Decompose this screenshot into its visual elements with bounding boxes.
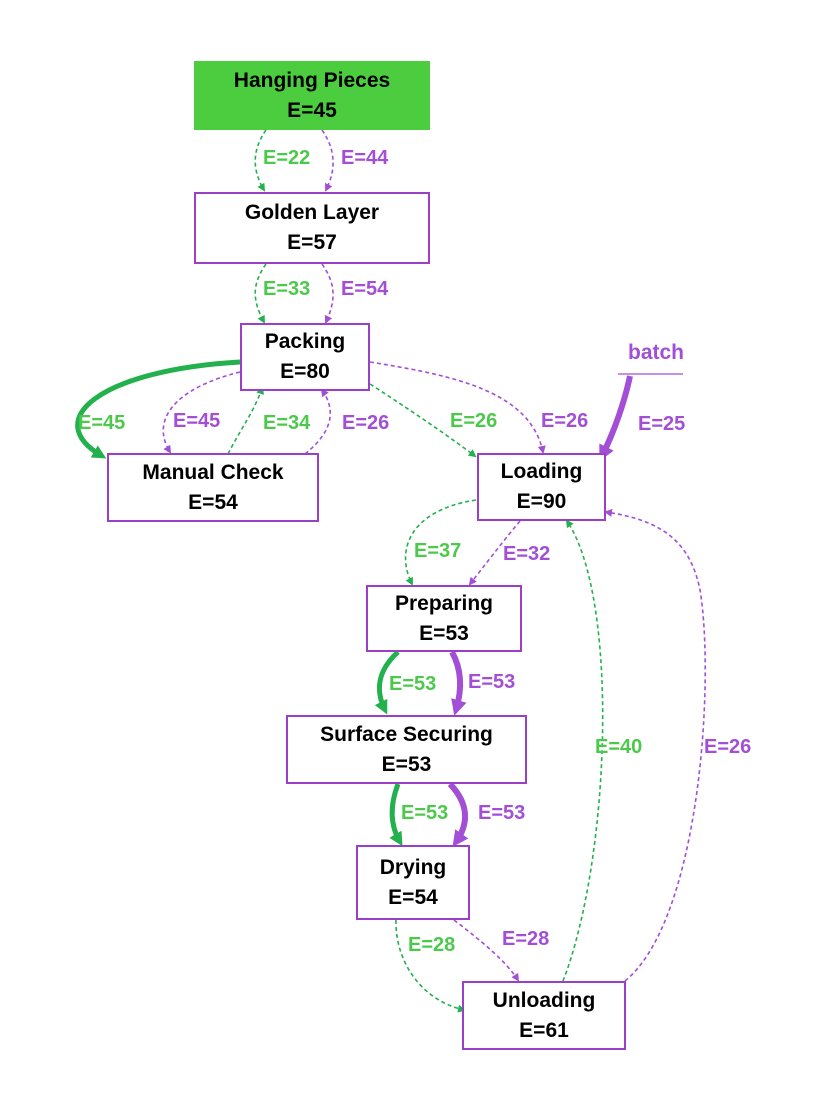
node-value: E=54 xyxy=(188,490,238,514)
edge-label-pk-ld-purple: E=26 xyxy=(541,410,589,432)
edge-gl-pk-green xyxy=(254,263,267,324)
edge-ss-dr-green xyxy=(389,783,403,847)
node-manual-check[interactable]: Manual Check E=54 xyxy=(107,453,319,522)
edge-label-hp-gl-purple: E=44 xyxy=(341,147,389,169)
edge-hp-gl-purple xyxy=(321,129,334,192)
node-value: E=53 xyxy=(419,621,469,645)
edge-ld-pr-purple xyxy=(468,520,521,586)
edge-mc-pk-purple xyxy=(304,388,332,455)
edge-pk-ld-purple xyxy=(369,361,546,454)
edge-pk-ld-green xyxy=(369,383,477,458)
edge-label-pr-ss-green: E=53 xyxy=(389,673,437,695)
node-label: Golden Layer xyxy=(244,201,380,224)
edge-pk-mc-green xyxy=(75,359,241,459)
node-label: Preparing xyxy=(394,591,494,615)
node-unloading[interactable]: Unloading E=61 xyxy=(462,981,626,1050)
node-hanging-pieces[interactable]: Hanging Pieces E=45 xyxy=(194,61,430,130)
edge-label-ld-pr-green: E=37 xyxy=(414,540,462,562)
edge-label-dr-ul-green: E=28 xyxy=(408,934,456,956)
edge-label-ul-ld-green: E=40 xyxy=(595,736,643,758)
edge-label-dr-ul-purple: E=28 xyxy=(502,928,550,950)
edge-label-ss-dr-green: E=53 xyxy=(401,802,449,824)
edge-dr-ul-green xyxy=(395,919,466,1013)
batch-label: batch xyxy=(628,341,685,364)
edge-pr-ss-purple xyxy=(449,650,467,716)
node-packing[interactable]: Packing E=80 xyxy=(240,323,370,391)
node-value: E=61 xyxy=(519,1018,569,1042)
node-value: E=45 xyxy=(287,98,337,122)
edge-batch-ld-purple xyxy=(599,375,633,462)
edge-label-ul-ld-purple: E=26 xyxy=(704,736,752,758)
node-label: Drying xyxy=(379,855,447,879)
edge-dr-ul-purple xyxy=(453,919,520,982)
node-label: Unloading xyxy=(492,988,596,1012)
node-value: E=54 xyxy=(388,885,438,909)
node-loading[interactable]: Loading E=90 xyxy=(477,453,606,521)
edge-pr-ss-green xyxy=(374,650,400,715)
node-golden-layer[interactable]: Golden Layer E=57 xyxy=(194,192,430,264)
edge-label-gl-pk-purple: E=54 xyxy=(341,278,389,300)
node-label: Packing xyxy=(264,330,346,353)
edge-ld-pr-green xyxy=(404,499,477,586)
edge-label-pk-mc-purple: E=45 xyxy=(173,410,221,432)
node-preparing[interactable]: Preparing E=53 xyxy=(366,585,522,652)
edge-label-ss-dr-purple: E=53 xyxy=(478,802,526,824)
edge-label-pk-ld-green: E=26 xyxy=(450,410,498,432)
edge-label-gl-pk-green: E=33 xyxy=(263,278,311,300)
edge-hp-gl-green xyxy=(254,129,267,192)
edge-pk-mc-purple xyxy=(162,371,241,454)
node-value: E=80 xyxy=(280,360,330,383)
edge-gl-pk-purple xyxy=(321,263,334,324)
node-value: E=53 xyxy=(381,752,432,776)
edge-label-ld-pr-purple: E=32 xyxy=(503,543,551,565)
node-surface-securing[interactable]: Surface Securing E=53 xyxy=(286,715,527,784)
node-label: Loading xyxy=(500,460,583,483)
node-label: Surface Securing xyxy=(320,722,493,746)
edge-label-mc-pk-purple: E=26 xyxy=(342,412,390,434)
edge-label-pk-mc-green: E=45 xyxy=(78,412,126,434)
node-label: Hanging Pieces xyxy=(233,68,391,92)
edge-mc-pk-green xyxy=(227,386,264,455)
node-label: Manual Check xyxy=(142,460,284,484)
edge-label-hp-gl-green: E=22 xyxy=(263,147,311,169)
edge-label-batch-ld-purple: E=25 xyxy=(638,413,686,435)
edge-ul-ld-purple xyxy=(604,508,707,982)
edge-ul-ld-green xyxy=(562,519,604,982)
node-value: E=90 xyxy=(516,490,567,513)
edge-ss-dr-purple xyxy=(447,781,469,847)
edge-label-pr-ss-purple: E=53 xyxy=(468,671,516,693)
edge-label-mc-pk-green: E=34 xyxy=(263,412,311,434)
node-drying[interactable]: Drying E=54 xyxy=(356,845,470,920)
node-value: E=57 xyxy=(287,231,337,254)
